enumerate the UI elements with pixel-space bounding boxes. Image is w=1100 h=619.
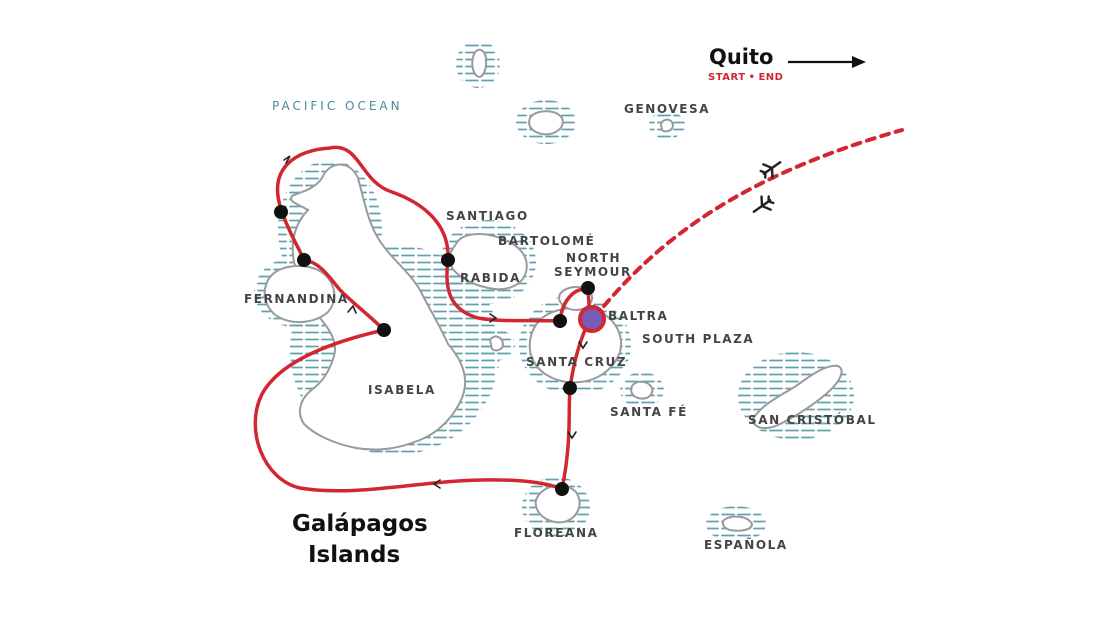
label-san-cristobal: SAN CRISTÓBAL: [748, 412, 877, 427]
stop-marker: [274, 205, 288, 219]
island-santa-fe: [630, 380, 654, 400]
quito-label: Quito: [709, 45, 773, 69]
label-south-plaza: SOUTH PLAZA: [642, 332, 754, 346]
start-end-marker: [578, 305, 606, 333]
quito-arrow: [788, 56, 866, 68]
label-floreana: FLOREANA: [514, 526, 598, 540]
label-espanola: ESPAÑOLA: [704, 537, 788, 552]
island-rabida: [488, 335, 505, 352]
label-fernandina: FERNANDINA: [244, 292, 349, 306]
label-rabida: RABIDA: [460, 271, 521, 285]
stop-marker: [297, 253, 311, 267]
label-isabela: ISABELA: [368, 383, 436, 397]
stop-marker: [553, 314, 567, 328]
stop-marker: [441, 253, 455, 267]
flight-path: [602, 128, 904, 308]
island-san-cristobal: [750, 364, 843, 430]
airplane-icon: [759, 161, 782, 179]
stop-marker: [563, 381, 577, 395]
map-title-line2: Islands: [308, 542, 400, 568]
island-marchena: [528, 110, 564, 136]
label-bartolome: BARTOLOMÉ: [498, 233, 595, 248]
label-genovesa: GENOVESA: [624, 102, 710, 116]
stop-marker: [555, 482, 569, 496]
island-isabela: [290, 163, 467, 451]
ocean-label: PACIFIC OCEAN: [272, 99, 403, 113]
label-north-seymour-line2: SEYMOUR: [554, 265, 632, 279]
cruise-route: [253, 145, 592, 493]
map-title-line1: Galápagos: [292, 511, 428, 537]
stop-marker: [581, 281, 595, 295]
islands: [263, 48, 843, 532]
island-espanola: [721, 515, 754, 532]
label-santiago: SANTIAGO: [446, 209, 529, 223]
island-isla-top: [471, 48, 488, 78]
label-santa-cruz: SANTA CRUZ: [526, 355, 627, 369]
label-baltra: BALTRA: [608, 309, 668, 323]
island-genovesa: [659, 118, 675, 133]
stop-marker: [377, 323, 391, 337]
label-north-seymour-line1: NORTH: [566, 251, 621, 265]
route-direction-arrows: [283, 155, 588, 489]
start-end-label: START•END: [708, 72, 783, 83]
label-santa-fe: SANTA FÉ: [610, 404, 688, 419]
route-stops: [274, 205, 606, 496]
airplane-icon: [752, 195, 775, 213]
